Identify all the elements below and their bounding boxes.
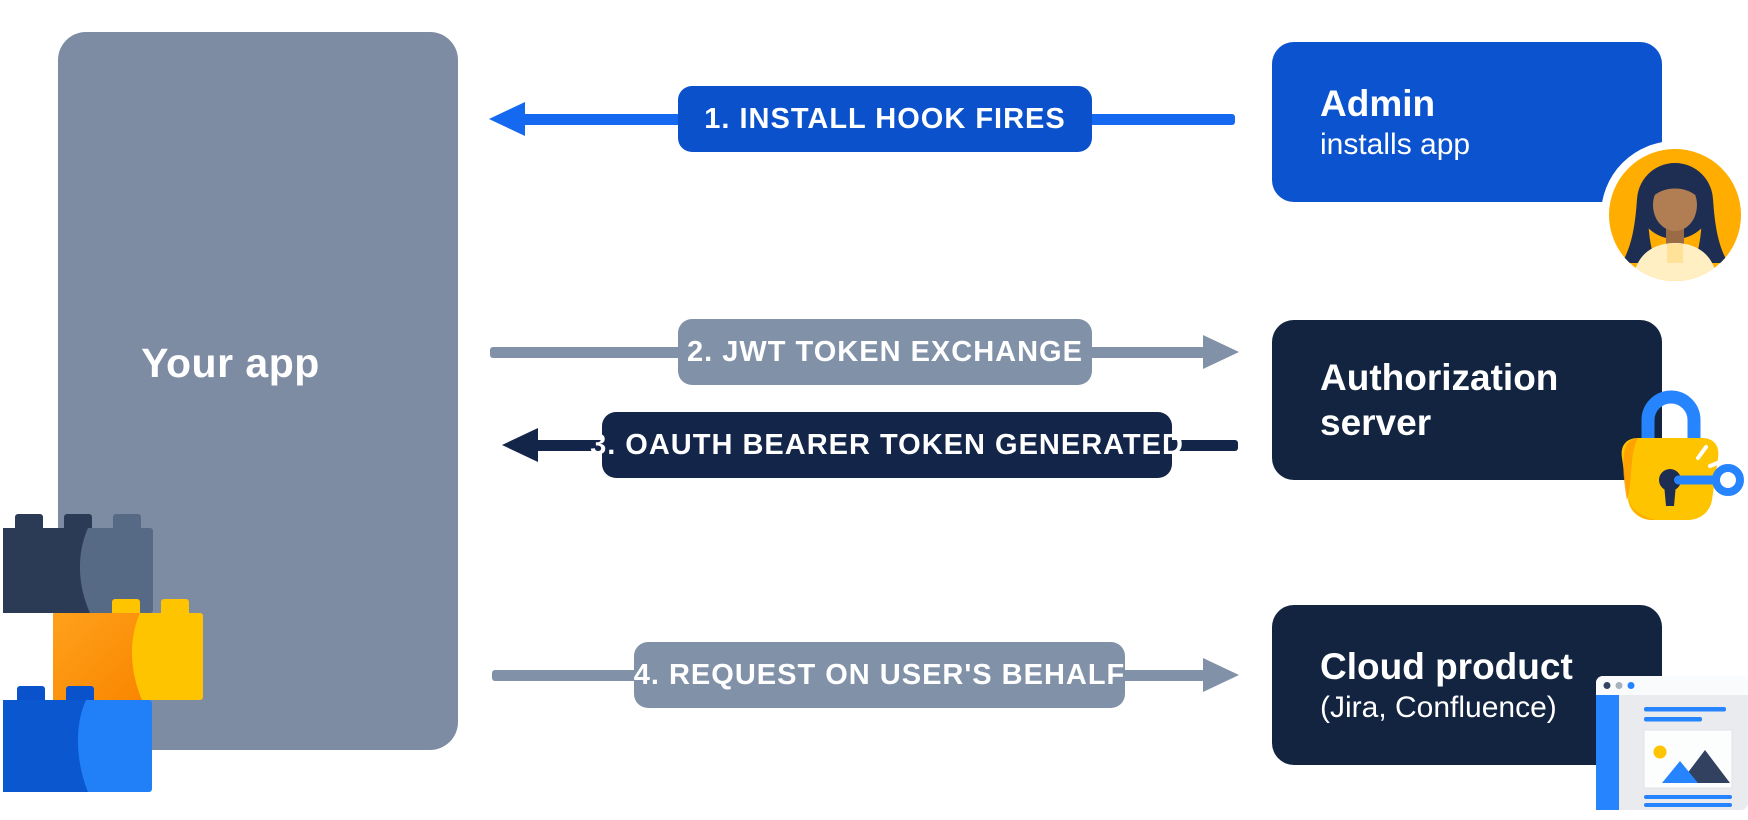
flow-2-arrowhead-icon <box>1203 335 1239 369</box>
admin-subtitle: installs app <box>1320 127 1471 161</box>
flow-2-label: 2. JWT TOKEN EXCHANGE <box>678 319 1092 385</box>
your-app-label: Your app <box>141 340 320 386</box>
flow-1-label: 1. INSTALL HOOK FIRES <box>678 86 1092 152</box>
browser-window-icon <box>1596 676 1748 810</box>
admin-box: Admin installs app <box>1272 42 1662 202</box>
lock-key-icon <box>1621 390 1744 520</box>
avatar-icon <box>1601 141 1748 289</box>
flow-4-arrowhead-icon <box>1203 658 1239 692</box>
cloud-product-title: Cloud product <box>1320 645 1573 687</box>
flow-3-label: 3. OAUTH BEARER TOKEN GENERATED <box>590 412 1183 478</box>
flow-1-arrowhead-icon <box>489 102 525 136</box>
auth-server-box: Authorization server <box>1272 320 1662 480</box>
admin-title: Admin <box>1320 82 1436 124</box>
lego-bricks-icon <box>3 514 203 792</box>
flow-3-arrowhead-icon <box>502 428 538 462</box>
cloud-product-subtitle: (Jira, Confluence) <box>1320 690 1557 724</box>
auth-server-title-line2: server <box>1320 402 1432 443</box>
auth-server-title-line1: Authorization <box>1320 357 1559 398</box>
flow-4-label: 4. REQUEST ON USER'S BEHALF <box>634 642 1125 708</box>
avatar-woman-graphic <box>1622 163 1728 281</box>
